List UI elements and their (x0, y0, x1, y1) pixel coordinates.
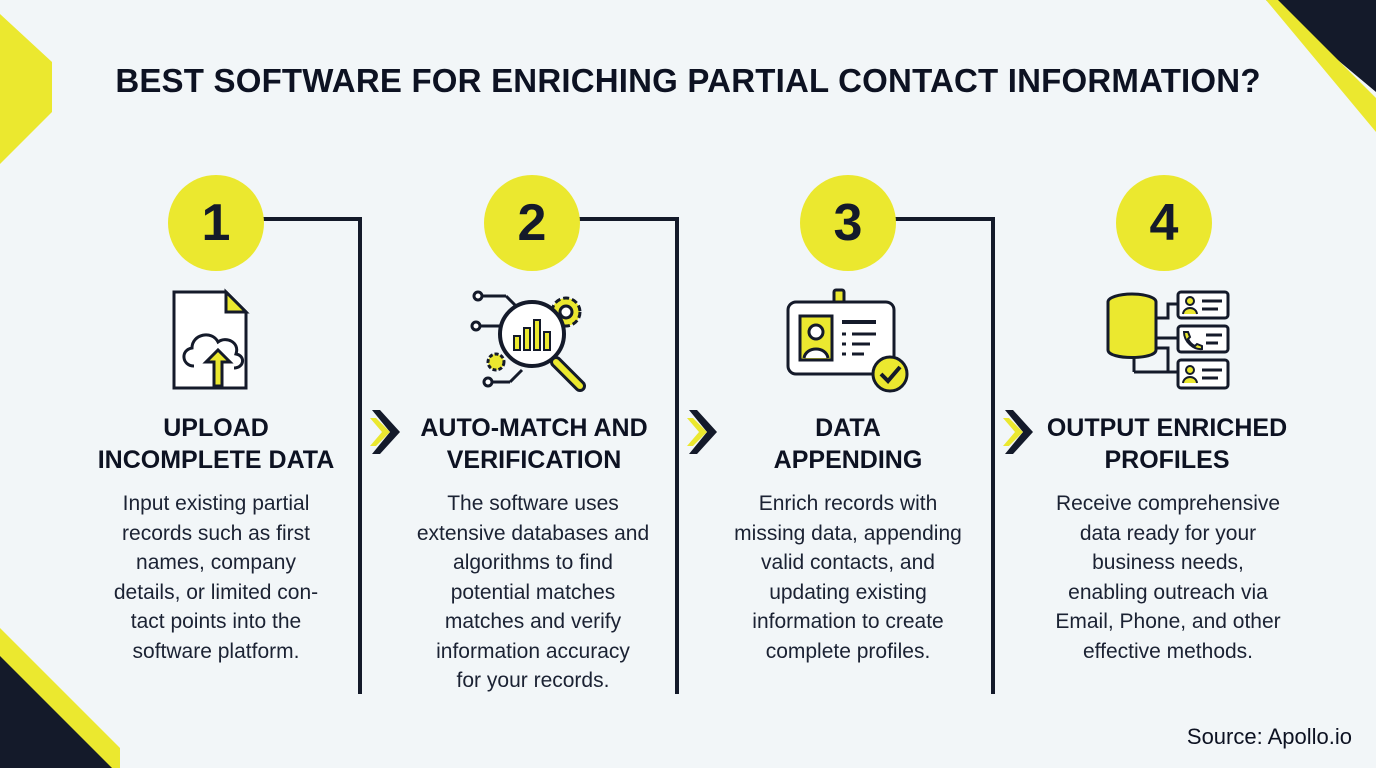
connector-line-2 (578, 217, 679, 694)
step-number-badge: 1 (168, 175, 264, 271)
corner-decoration-top-left (0, 14, 52, 164)
chevron-right-icon (370, 410, 400, 454)
step-number-badge: 4 (1116, 175, 1212, 271)
source-credit: Source: Apollo.io (1186, 724, 1352, 749)
connector-line-3 (895, 217, 995, 694)
connector-line-1 (262, 217, 362, 694)
step-number-badge: 2 (484, 175, 580, 271)
id-card-check-icon (786, 288, 909, 393)
cloud-upload-document-icon (172, 288, 250, 390)
magnifier-gear-chart-icon (470, 290, 586, 392)
chevron-right-icon (1003, 410, 1033, 454)
chevron-right-icon (687, 410, 717, 454)
corner-decoration-top-right (1266, 0, 1376, 132)
database-profiles-icon (1106, 290, 1230, 390)
step-number-badge: 3 (800, 175, 896, 271)
corner-decoration-bottom-left (0, 628, 120, 768)
page-title: BEST SOFTWARE FOR ENRICHING PARTIAL CONT… (115, 62, 1261, 99)
